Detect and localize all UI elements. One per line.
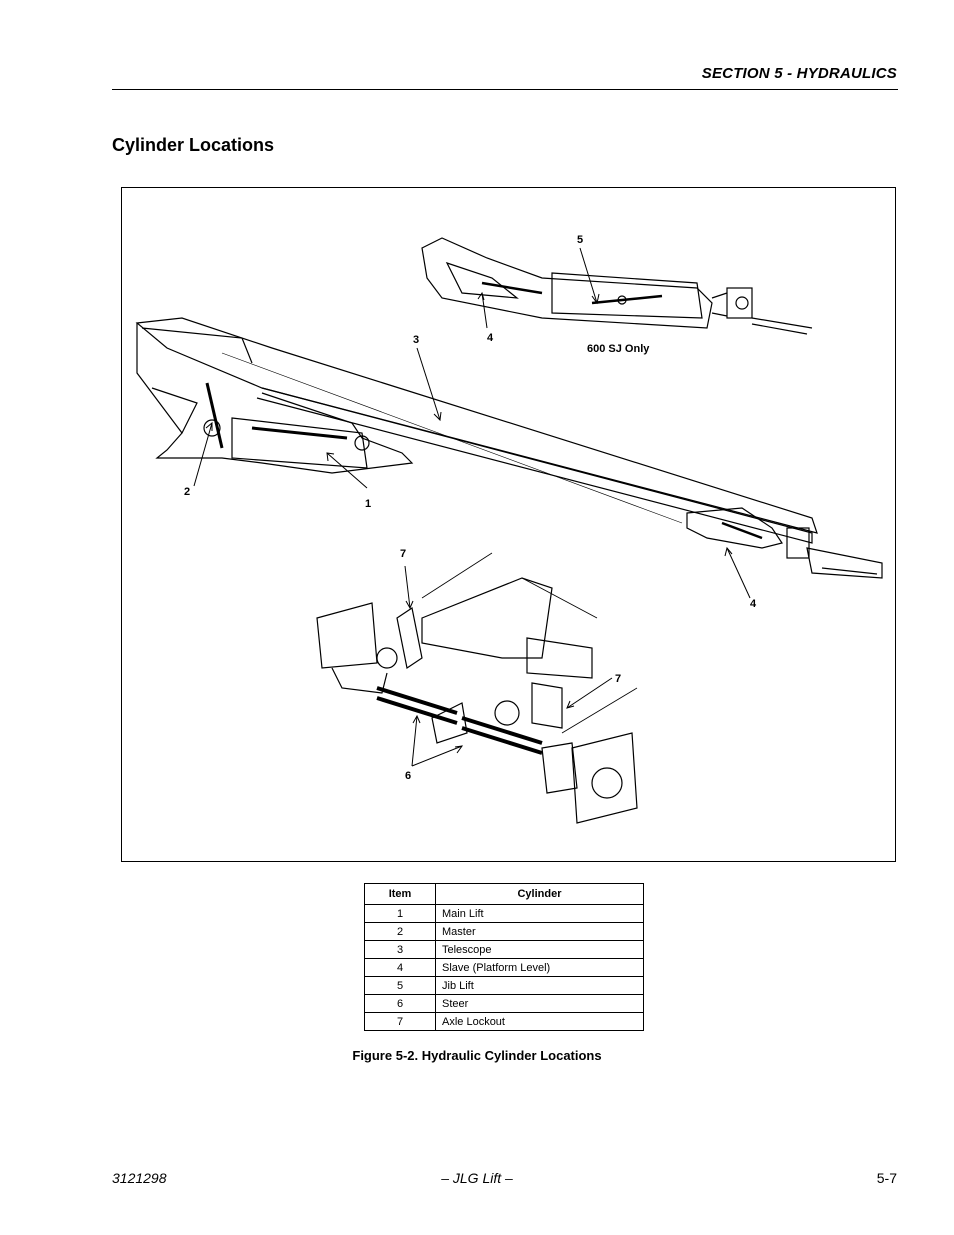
callout-1: 1 — [365, 498, 372, 510]
callout-7-left: 7 — [400, 548, 407, 560]
callout-4-bottom: 4 — [750, 598, 757, 610]
item-cell: 7 — [364, 1012, 436, 1031]
jib-assembly-drawing — [421, 237, 813, 335]
page-number: 5-7 — [876, 1170, 897, 1186]
cylinder-cell: Slave (Platform Level) — [435, 958, 644, 977]
hydraulic-cylinder-illustration — [135, 237, 883, 824]
cylinder-cell: Steer — [435, 994, 644, 1013]
callout-6: 6 — [405, 770, 412, 782]
cylinder-cell: Axle Lockout — [435, 1012, 644, 1031]
item-cell: 2 — [364, 922, 436, 941]
item-cell: 4 — [364, 958, 436, 977]
callout-4-top: 4 — [487, 332, 494, 344]
cylinder-cell: Main Lift — [435, 904, 644, 923]
callout-7-right: 7 — [615, 673, 622, 685]
header-rule — [112, 89, 898, 90]
callout-2: 2 — [184, 486, 191, 498]
column-header-cylinder: Cylinder — [435, 883, 644, 905]
figure-caption: Figure 5-2. Hydraulic Cylinder Locations — [352, 1048, 602, 1063]
cylinder-cell: Telescope — [435, 940, 644, 959]
model-note: 600 SJ Only — [587, 343, 650, 355]
footer-brand: – JLG Lift – — [441, 1170, 513, 1186]
callout-3: 3 — [413, 334, 420, 346]
item-cell: 1 — [364, 904, 436, 923]
column-header-item: Item — [364, 883, 436, 905]
item-cell: 3 — [364, 940, 436, 959]
section-header: SECTION 5 - HYDRAULICS — [701, 65, 897, 82]
item-cell: 5 — [364, 976, 436, 995]
callout-5: 5 — [577, 234, 584, 246]
main-boom-drawing — [135, 317, 883, 579]
doc-number: 3121298 — [112, 1170, 167, 1186]
page-title: Cylinder Locations — [112, 135, 275, 155]
callout-leader-lines — [193, 247, 751, 767]
cylinder-cell: Jib Lift — [435, 976, 644, 995]
item-cell: 6 — [364, 994, 436, 1013]
figure-frame: 5 4 600 SJ Only 3 2 1 7 4 7 6 — [121, 187, 896, 862]
table-header-row: Item Cylinder — [364, 883, 644, 905]
cylinder-cell: Master — [435, 922, 644, 941]
axle-detail-drawing — [316, 552, 638, 824]
